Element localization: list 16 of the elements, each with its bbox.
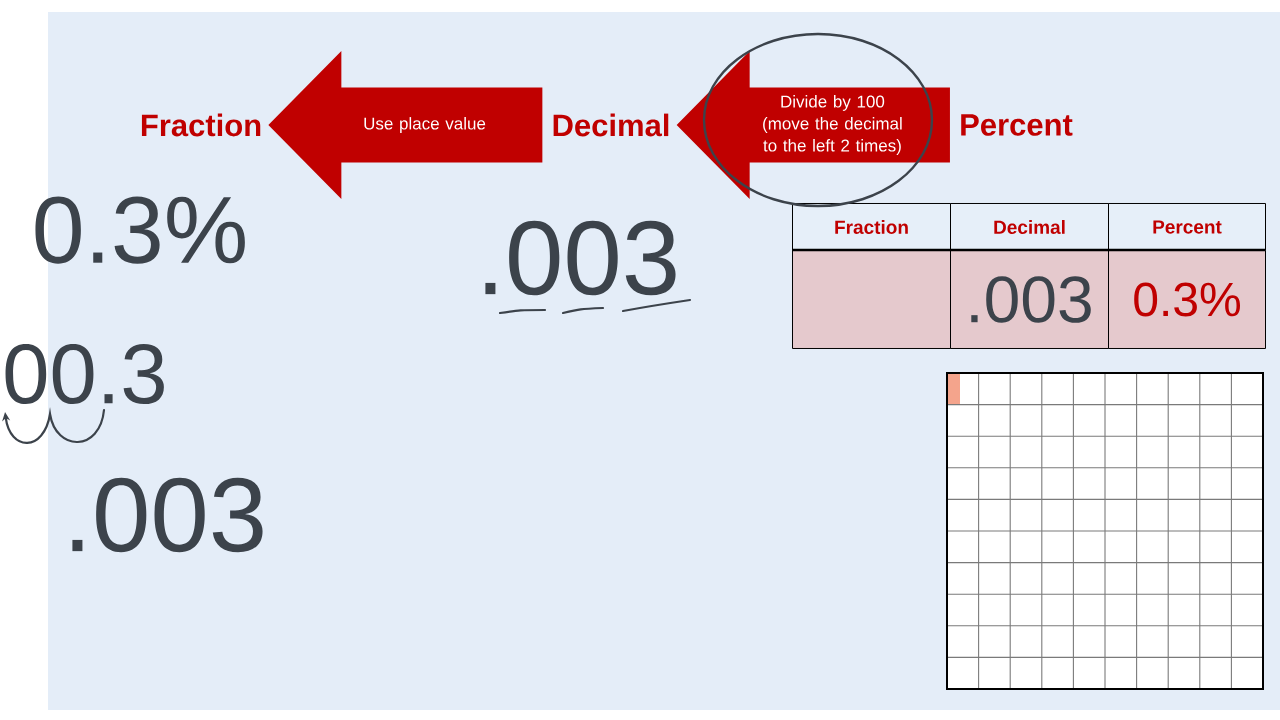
handwritten-number: .003	[72, 477, 263, 553]
table-cell: .003	[950, 250, 1109, 349]
handwritten-number: .003	[485, 220, 676, 296]
arrow-label: Divide by 100 (move the decimal to the left 2 times)	[763, 95, 902, 155]
block-arrow	[676, 51, 950, 199]
handwritten-number: 00.3	[5, 343, 164, 405]
term-label: Decimal	[553, 113, 669, 137]
block-arrow	[268, 51, 543, 199]
table-header-cell: Decimal	[950, 203, 1109, 251]
table-cell: 0.3%	[1108, 250, 1266, 349]
term-label: Fraction	[141, 113, 261, 137]
term-label: Percent	[961, 114, 1073, 136]
arrow-label: Use place value	[364, 117, 486, 133]
table-header-cell: Fraction	[792, 203, 951, 251]
handwritten-number: 0.3%	[35, 196, 245, 264]
table-header-cell: Percent	[1108, 203, 1266, 251]
